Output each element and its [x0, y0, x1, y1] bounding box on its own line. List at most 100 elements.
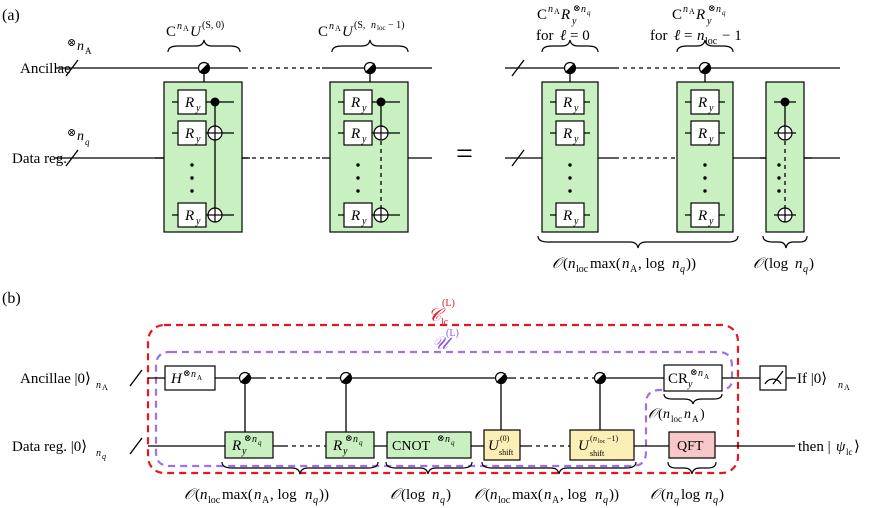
cost-left-a: 𝒪 ( n loc max( n A , log n q )) [552, 256, 696, 275]
svg-text:H: H [170, 371, 183, 387]
svg-text:ψ: ψ [836, 439, 846, 455]
svg-text:n: n [252, 434, 257, 445]
svg-text:A: A [844, 383, 850, 392]
svg-text:loc: loc [377, 24, 386, 32]
svg-text:⊗: ⊗ [183, 368, 191, 378]
svg-text:A: A [692, 414, 699, 424]
cost1-b: 𝒪 ( n loc max( n A , log n q )) [184, 487, 329, 506]
svg-text:loc: loc [671, 414, 682, 424]
svg-text:CR: CR [668, 371, 688, 387]
clc-boundary [146, 323, 740, 475]
svg-text:A: A [704, 373, 709, 381]
svg-text:CNOT: CNOT [392, 439, 431, 454]
svg-text:q: q [313, 495, 318, 506]
cost-cry: 𝒪 ( n loc n A ) [648, 407, 705, 424]
equals-sign: = [456, 137, 473, 170]
controlled-u-block-0 [155, 61, 250, 233]
ry-gate [177, 202, 207, 228]
svg-text:y: y [241, 446, 247, 457]
svg-text:ℓ: ℓ [560, 28, 566, 44]
svg-text:U: U [578, 438, 590, 454]
svg-text:A: A [552, 495, 560, 506]
cost4-b: 𝒪 ( n q log n q ) [650, 487, 724, 506]
svg-text:q: q [587, 9, 591, 17]
svg-text:q: q [603, 495, 608, 506]
svg-text:loc: loc [598, 439, 606, 445]
svg-text:(S,: (S, [354, 20, 365, 31]
svg-text:C: C [672, 7, 682, 23]
svg-text:for: for [536, 28, 554, 44]
svg-text:n: n [329, 21, 334, 32]
svg-text:n: n [838, 380, 843, 391]
svg-text:q: q [359, 439, 363, 447]
svg-text:q: q [258, 439, 262, 447]
svg-text:n: n [568, 256, 576, 272]
svg-text:⊗: ⊗ [244, 433, 252, 443]
svg-text:lc: lc [441, 317, 449, 328]
svg-text:n: n [593, 434, 597, 443]
svg-text:n: n [432, 487, 440, 503]
svg-text:⊗: ⊗ [708, 3, 716, 13]
svg-text:n: n [445, 434, 450, 445]
svg-text:𝒰: 𝒰 [432, 333, 453, 353]
svg-text:− 1: − 1 [722, 28, 742, 44]
svg-text:loc: loc [576, 264, 589, 275]
svg-text:, log: , log [638, 256, 665, 272]
svg-text:shift: shift [590, 449, 605, 458]
cnot-ladder-block [760, 81, 812, 233]
ry-gate [343, 202, 373, 228]
svg-text:Data reg. |0⟩: Data reg. |0⟩ [12, 439, 87, 455]
ry-gate [177, 120, 207, 146]
data-reg-label-a: Data reg. [12, 151, 67, 167]
qft-gate: QFT [668, 431, 716, 459]
svg-text:n: n [697, 28, 705, 44]
svg-text:q: q [680, 264, 685, 275]
svg-text:(: ( [661, 487, 666, 503]
svg-text:n: n [622, 256, 630, 272]
svg-text:): ) [809, 256, 814, 272]
svg-text:q: q [803, 264, 808, 275]
svg-text:A: A [197, 374, 202, 382]
svg-text:n: n [77, 129, 84, 144]
cost-right-a: 𝒪 (log n q ) [753, 256, 814, 275]
svg-text:max(: max( [512, 487, 543, 503]
svg-text:n: n [77, 39, 84, 54]
svg-text:for: for [650, 28, 668, 44]
svg-text:n: n [191, 369, 196, 380]
svg-text:n: n [371, 20, 376, 31]
svg-text:shift: shift [499, 448, 514, 457]
svg-text:n: n [200, 487, 208, 503]
svg-text:A: A [85, 46, 92, 56]
u-boundary [154, 350, 734, 468]
svg-text:(L): (L) [442, 298, 455, 309]
svg-text:n: n [305, 487, 313, 503]
svg-text:(log: (log [764, 256, 789, 272]
svg-text:n: n [684, 407, 691, 422]
ushift-gate-last: U ( n loc −1) shift [569, 371, 635, 461]
svg-text:If |0⟩: If |0⟩ [797, 371, 827, 387]
svg-text:⟩: ⟩ [854, 439, 860, 455]
svg-text:R: R [332, 438, 342, 454]
svg-text:R: R [231, 438, 241, 454]
svg-text:U: U [488, 438, 500, 454]
ry-gate [343, 89, 373, 115]
svg-text:n: n [581, 4, 586, 15]
svg-text:A: A [262, 495, 270, 506]
svg-text:⊗: ⊗ [690, 367, 698, 377]
svg-text:)): )) [609, 487, 619, 503]
svg-text:q: q [85, 137, 90, 147]
svg-text:y: y [342, 446, 348, 457]
cost2-b: 𝒪 (log n q ) [390, 487, 451, 506]
ry-gate [177, 89, 207, 115]
svg-text:n: n [716, 4, 721, 15]
svg-text:A: A [183, 24, 189, 33]
controlled-u-block-last [329, 61, 409, 233]
